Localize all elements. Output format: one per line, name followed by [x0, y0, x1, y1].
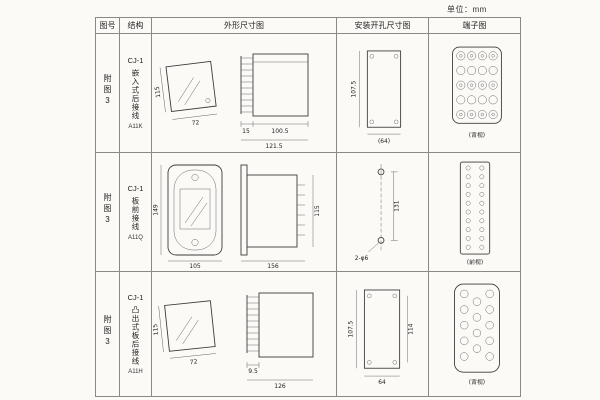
- table-row: 附图3 CJ-1 凸出式板后接线 A11H 115 72: [95, 271, 521, 397]
- dim-height: 115: [153, 323, 160, 335]
- dim-width: 72: [190, 358, 199, 366]
- mounting-drawing: 131 2-φ6: [354, 164, 400, 262]
- outline-drawing: 115 72 9.5 126: [153, 292, 314, 390]
- view-caption: (前视): [466, 258, 482, 266]
- series-label: CJ-1: [127, 292, 144, 302]
- table-row: 附图3 CJ-1 嵌入式后接线 A11K 115 72: [95, 33, 521, 153]
- table-row: 附图3 CJ-1 板前接线 A11Q 149 105: [95, 152, 521, 272]
- model-label: A11H: [128, 369, 143, 376]
- dim-hole-pitch: 131: [394, 200, 400, 211]
- figure-number-cell: 附图3: [95, 271, 120, 397]
- structure-cell: CJ-1 嵌入式后接线 A11K: [119, 33, 152, 153]
- structure-box: CJ-1 板前接线 A11Q: [121, 154, 151, 271]
- header-figure-number: 图号: [95, 17, 120, 34]
- structure-cell: CJ-1 板前接线 A11Q: [119, 152, 152, 272]
- dim-depth: 156: [267, 263, 279, 269]
- dim-cutout-height: 107.5: [351, 80, 357, 97]
- series-label: CJ-1: [127, 56, 144, 65]
- mounting-cell: 131 2-φ6: [336, 152, 429, 272]
- outline-cell: 115 72 9.5 126: [151, 271, 337, 397]
- structure-label: 板前接线: [131, 196, 140, 231]
- dim-height: 115: [154, 86, 162, 98]
- outline-cell: 115 72 15 100.5 121.5: [151, 33, 337, 153]
- dim-pin-depth: 15: [242, 128, 250, 135]
- header-outline-dimensions: 外形尺寸图: [151, 17, 337, 34]
- view-caption: (背视): [468, 378, 484, 386]
- outline-drawing: 115 72 15 100.5 121.5: [154, 53, 309, 150]
- structure-label: 嵌入式后接线: [131, 69, 140, 120]
- terminal-cell: (前视): [428, 152, 521, 272]
- figure-number-cell: 附图3: [95, 152, 120, 272]
- terminal-drawing: (前视): [459, 161, 490, 266]
- hole-spec-label: 2-φ6: [354, 256, 368, 262]
- dim-side-height: 115: [314, 205, 321, 217]
- mounting-cell: 107.5 (64): [336, 33, 429, 153]
- view-caption: (背视): [468, 131, 484, 139]
- dim-hole-pitch: 114: [408, 323, 414, 334]
- terminal-cell: (背视): [428, 271, 521, 397]
- model-label: A11K: [128, 124, 143, 130]
- structure-box: CJ-1 凸出式板后接线 A11H: [121, 273, 151, 396]
- dim-height: 149: [153, 204, 160, 216]
- dim-total-depth: 126: [274, 383, 286, 390]
- figure-number-label: 附图3: [103, 314, 112, 349]
- terminal-drawing: (背视): [451, 46, 502, 139]
- terminal-cell: (背视): [428, 33, 521, 153]
- outline-drawing: 149 105 156 115: [153, 164, 321, 269]
- figure-number-label: 附图3: [103, 73, 112, 108]
- figure-number-cell: 附图3: [95, 33, 120, 153]
- unit-label: 单位：mm: [447, 5, 487, 14]
- dim-cutout-width: 64: [378, 380, 386, 386]
- spec-table: 图号 结构 外形尺寸图 安装开孔尺寸图 端子图 附图3 CJ-1 嵌入式后接线 …: [95, 17, 521, 397]
- outline-cell: 149 105 156 115: [151, 152, 337, 272]
- header-row: 图号 结构 外形尺寸图 安装开孔尺寸图 端子图: [95, 17, 521, 34]
- mounting-drawing: 107.5 114 64: [348, 289, 414, 386]
- model-label: A11Q: [128, 234, 143, 241]
- mounting-drawing: 107.5 (64): [351, 50, 401, 145]
- structure-label: 凸出式板后接线: [131, 305, 140, 366]
- dim-body-depth: 100.5: [271, 128, 288, 135]
- series-label: CJ-1: [127, 183, 144, 193]
- structure-cell: CJ-1 凸出式板后接线 A11H: [119, 271, 152, 397]
- header-terminal-diagram: 端子图: [428, 17, 521, 34]
- header-mounting-holes: 安装开孔尺寸图: [336, 17, 429, 34]
- header-structure: 结构: [119, 17, 152, 34]
- dim-cutout-height: 107.5: [348, 320, 354, 337]
- dim-total-depth: 121.5: [265, 143, 282, 150]
- dim-pin-depth: 9.5: [248, 368, 258, 375]
- dim-cutout-width: (64): [377, 139, 389, 145]
- dim-width: 105: [189, 263, 201, 269]
- structure-box: CJ-1 嵌入式后接线 A11K: [121, 35, 151, 152]
- mounting-cell: 107.5 114 64: [336, 271, 429, 397]
- figure-number-label: 附图3: [103, 192, 112, 227]
- terminal-drawing: (背视): [453, 283, 500, 386]
- dim-width: 72: [191, 119, 200, 127]
